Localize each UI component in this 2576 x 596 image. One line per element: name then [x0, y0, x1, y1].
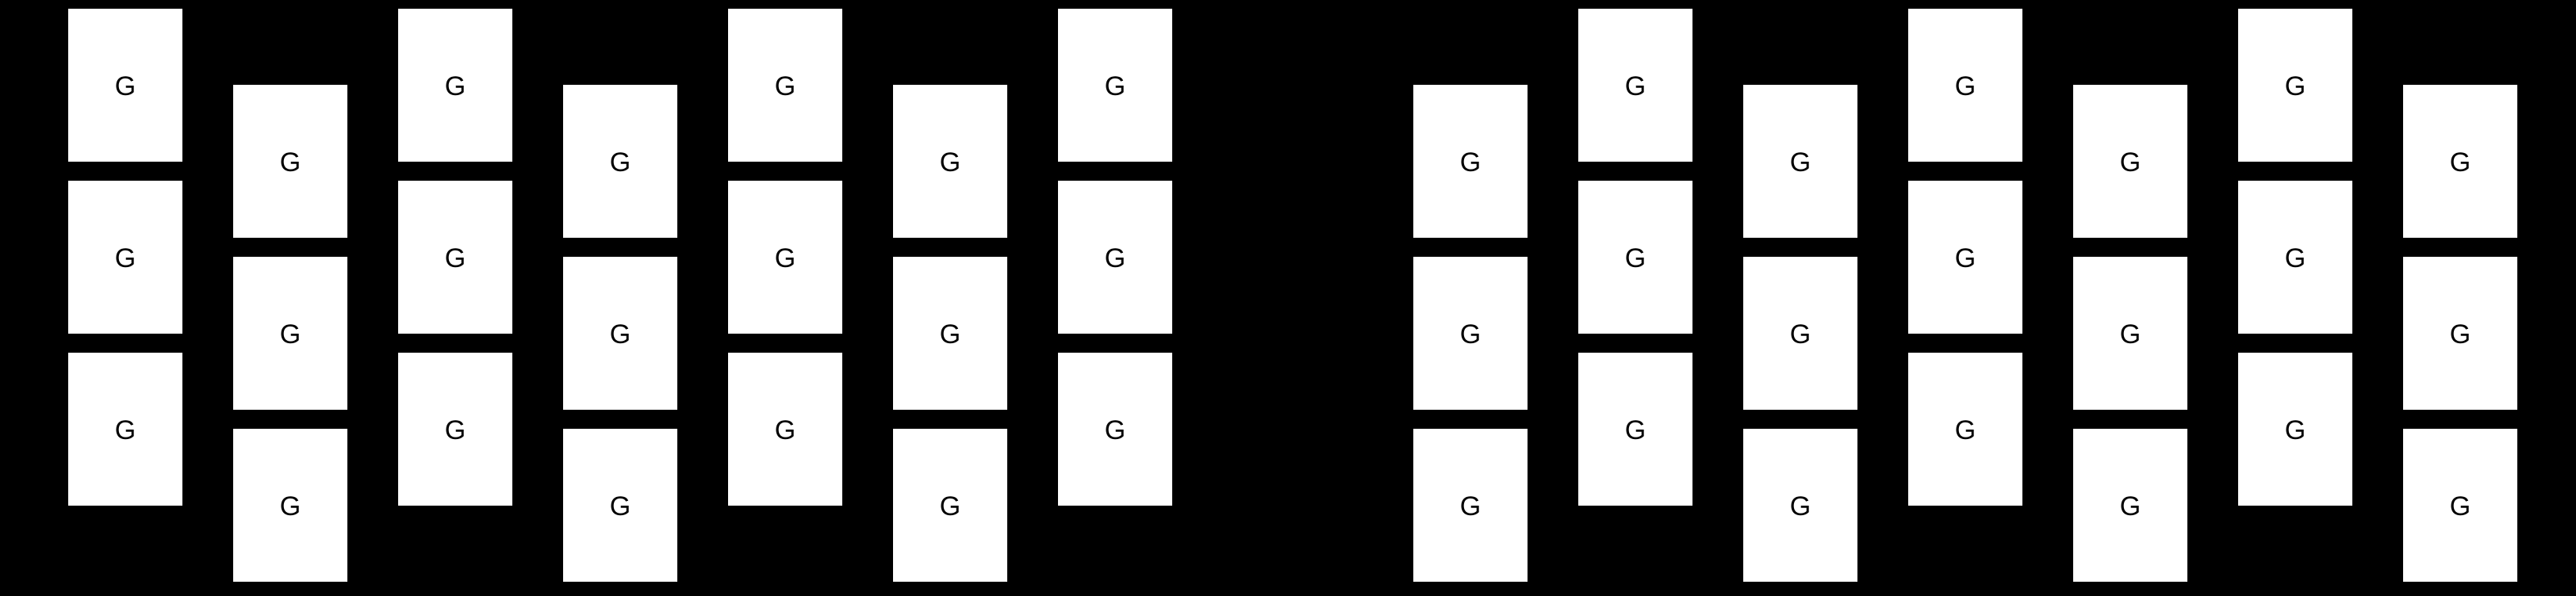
- g-tile: G: [68, 9, 182, 162]
- g-tile-label: G: [1954, 415, 1976, 445]
- g-tile: G: [1058, 9, 1172, 162]
- g-tile-label: G: [1789, 147, 1811, 178]
- g-tile: G: [893, 257, 1007, 410]
- g-tile: G: [1413, 257, 1528, 410]
- g-tile-label: G: [1624, 415, 1646, 445]
- g-tile: G: [2073, 257, 2187, 410]
- g-tile: G: [68, 181, 182, 334]
- g-tile: G: [728, 181, 842, 334]
- g-tile: G: [1578, 181, 1692, 334]
- g-tile-label: G: [444, 415, 466, 445]
- g-tile-label: G: [2449, 319, 2471, 350]
- g-tile: G: [1908, 181, 2022, 334]
- g-tile-label: G: [1954, 243, 1976, 273]
- g-tile: G: [1743, 85, 1857, 238]
- g-tile-label: G: [444, 243, 466, 273]
- g-tile: G: [398, 181, 512, 334]
- g-tile: G: [893, 85, 1007, 238]
- g-tile: G: [1058, 353, 1172, 506]
- g-tile: G: [1743, 257, 1857, 410]
- g-tile: G: [728, 353, 842, 506]
- g-tile: G: [233, 85, 347, 238]
- g-tile-label: G: [444, 71, 466, 101]
- g-tile-label: G: [2449, 147, 2471, 178]
- g-tile: G: [1908, 353, 2022, 506]
- g-tile: G: [563, 429, 677, 582]
- g-tile-label: G: [1104, 243, 1126, 273]
- g-tile: G: [1058, 181, 1172, 334]
- g-tile-label: G: [774, 415, 796, 445]
- g-tile: G: [2073, 85, 2187, 238]
- g-tile-label: G: [114, 243, 136, 273]
- g-tile-label: G: [939, 491, 961, 522]
- g-tile-label: G: [1459, 319, 1482, 350]
- g-tile-label: G: [2119, 147, 2141, 178]
- g-tile-label: G: [1789, 319, 1811, 350]
- g-tile-label: G: [279, 491, 301, 522]
- g-tile-label: G: [2284, 71, 2306, 101]
- g-tile: G: [1413, 85, 1528, 238]
- g-tile: G: [2403, 429, 2517, 582]
- g-tile-label: G: [609, 491, 631, 522]
- g-tile: G: [728, 9, 842, 162]
- g-tile-label: G: [2284, 243, 2306, 273]
- g-tile-label: G: [939, 147, 961, 178]
- g-tile: G: [2238, 9, 2352, 162]
- g-tile: G: [2073, 429, 2187, 582]
- g-tile: G: [1578, 353, 1692, 506]
- g-tile: G: [563, 257, 677, 410]
- g-tile: G: [2238, 181, 2352, 334]
- g-tile: G: [1908, 9, 2022, 162]
- g-tile-label: G: [774, 243, 796, 273]
- g-tile: G: [1413, 429, 1528, 582]
- g-tile-label: G: [2119, 491, 2141, 522]
- g-tile-label: G: [609, 319, 631, 350]
- g-tile-label: G: [279, 147, 301, 178]
- g-tile-label: G: [1624, 243, 1646, 273]
- g-tile: G: [233, 257, 347, 410]
- g-tile: G: [2403, 257, 2517, 410]
- g-tile: G: [233, 429, 347, 582]
- g-tile: G: [1578, 9, 1692, 162]
- g-tile: G: [68, 353, 182, 506]
- g-tile-label: G: [1459, 491, 1482, 522]
- g-tile-label: G: [2284, 415, 2306, 445]
- g-tile: G: [893, 429, 1007, 582]
- g-tile: G: [2238, 353, 2352, 506]
- g-tile-label: G: [1789, 491, 1811, 522]
- g-tile: G: [2403, 85, 2517, 238]
- g-tile-label: G: [1104, 415, 1126, 445]
- g-tile-label: G: [1954, 71, 1976, 101]
- g-tile-label: G: [114, 415, 136, 445]
- g-tile-label: G: [1624, 71, 1646, 101]
- g-tile: G: [1743, 429, 1857, 582]
- g-tile: G: [563, 85, 677, 238]
- g-tile-label: G: [1104, 71, 1126, 101]
- g-tile-label: G: [279, 319, 301, 350]
- g-tile-label: G: [2449, 491, 2471, 522]
- g-tile-label: G: [939, 319, 961, 350]
- g-tile-label: G: [1459, 147, 1482, 178]
- g-tile-label: G: [2119, 319, 2141, 350]
- g-tile: G: [398, 9, 512, 162]
- g-tile: G: [398, 353, 512, 506]
- g-tile-label: G: [114, 71, 136, 101]
- g-tile-label: G: [774, 71, 796, 101]
- g-tile-label: G: [609, 147, 631, 178]
